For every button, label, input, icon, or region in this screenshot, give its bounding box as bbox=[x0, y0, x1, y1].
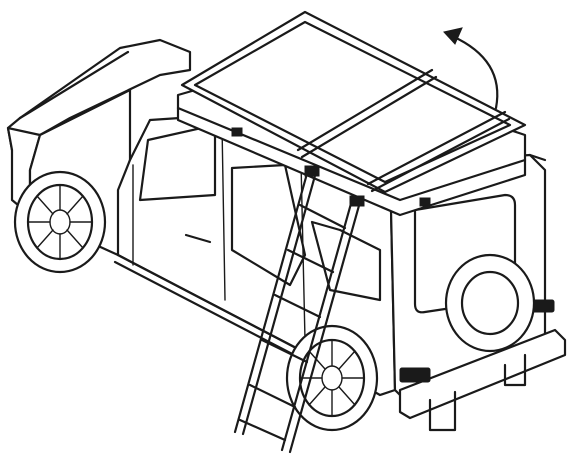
tent-crossbars bbox=[296, 68, 511, 193]
access-ladder bbox=[233, 165, 365, 454]
opening-arrow bbox=[443, 27, 499, 110]
front-wheel bbox=[13, 170, 107, 274]
spare-wheel bbox=[444, 253, 536, 353]
